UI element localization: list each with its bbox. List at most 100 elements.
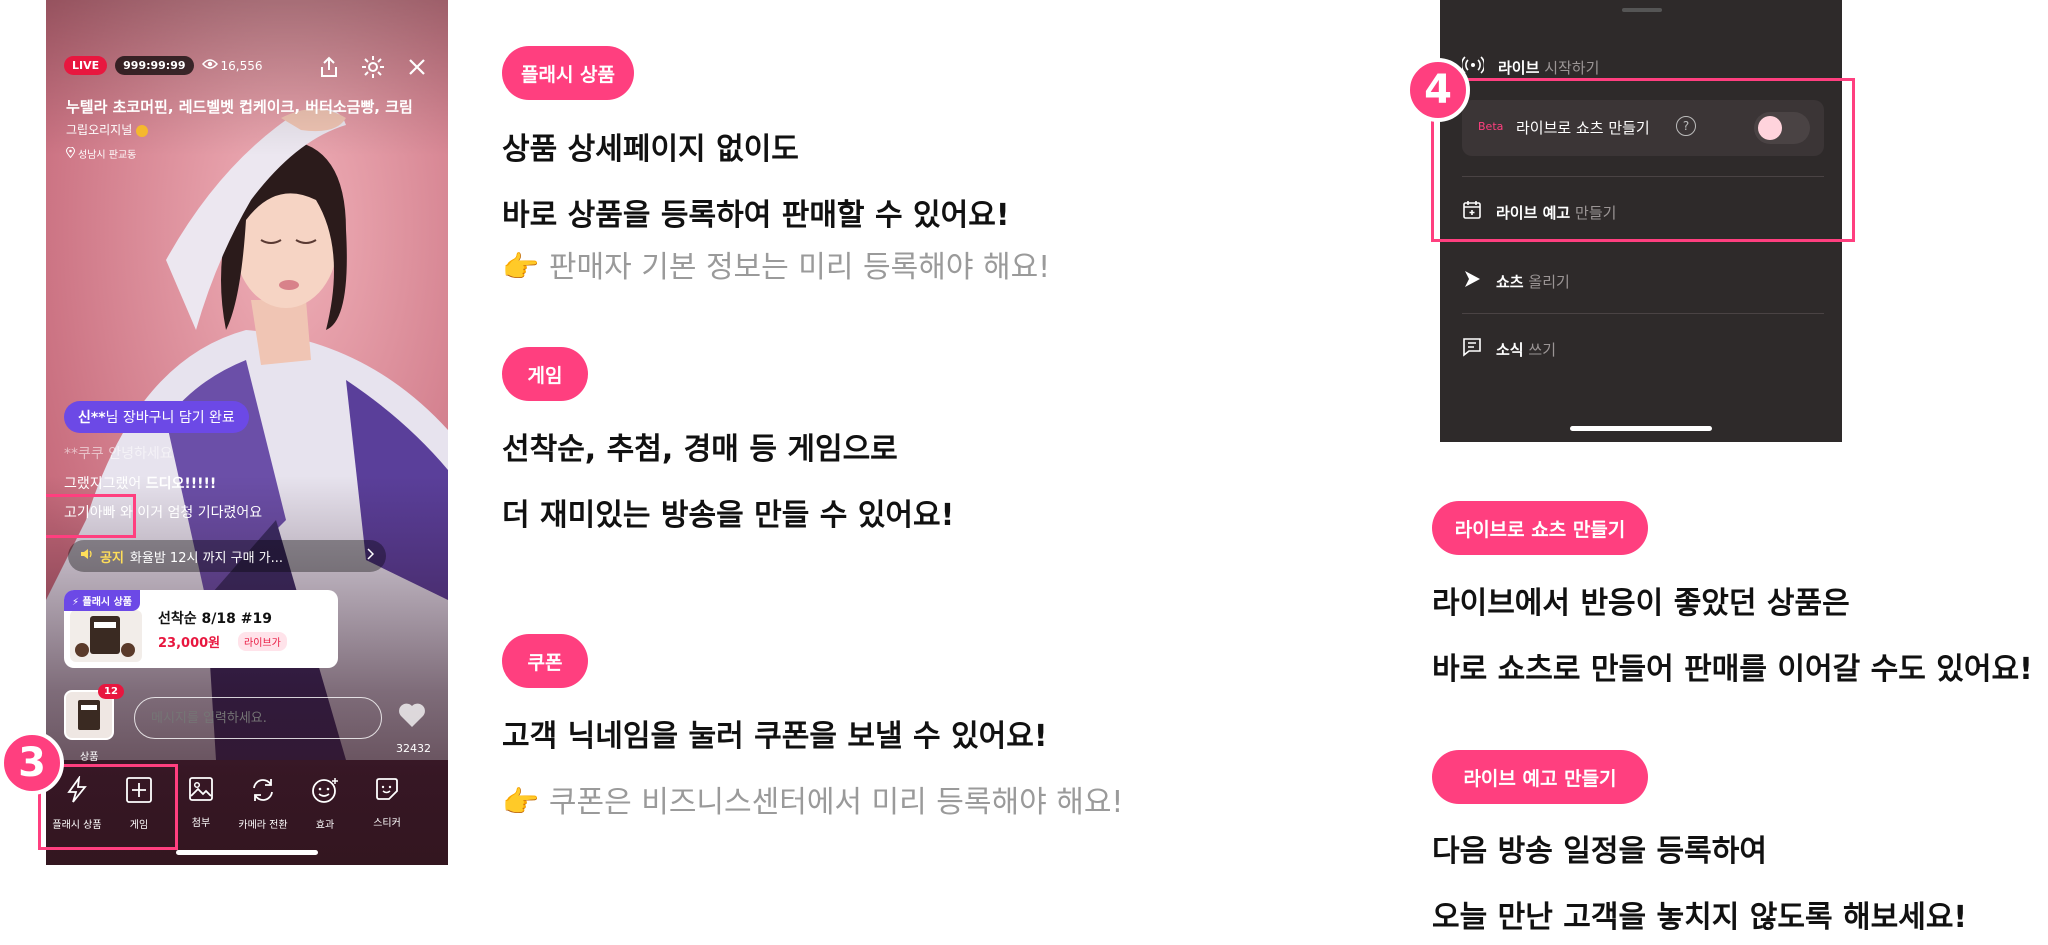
live-badge: LIVE bbox=[64, 56, 108, 75]
tool-label: 카메라 전환 bbox=[238, 820, 288, 831]
tool-attach[interactable]: 첨부 bbox=[170, 776, 232, 831]
menu-highlight-box bbox=[1431, 78, 1855, 242]
menu-start-live[interactable]: 라이브 시작하기 bbox=[1460, 56, 1600, 78]
product-thumbnail bbox=[70, 610, 142, 662]
tool-label: 플래시 상품 bbox=[52, 820, 102, 831]
flash-product-card[interactable]: ⚡ 플래시 상품 선착순 8/18 #19 23,000원 라이브가 bbox=[64, 590, 338, 668]
menu-live-preview[interactable]: 라이브 예고 만들기 bbox=[1462, 200, 1616, 224]
notice-text: 화율밤 12시 까지 구매 가... bbox=[129, 550, 284, 566]
cart-note-text: 님 장바구니 담기 완료 bbox=[105, 410, 235, 426]
speaker-icon bbox=[80, 548, 94, 564]
cart-note-user: 신** bbox=[78, 410, 106, 426]
tool-flash-product[interactable]: 플래시 상품 bbox=[46, 774, 108, 831]
chevron-right-icon bbox=[366, 548, 375, 564]
feature-pill-game: 게임 bbox=[502, 347, 588, 401]
smile-sparkle-icon bbox=[311, 776, 339, 808]
viewer-count-value: 16,556 bbox=[220, 58, 263, 73]
feature-description: 선착순, 추첨, 경매 등 게임으로 bbox=[502, 432, 898, 467]
divider bbox=[1462, 313, 1824, 314]
shorts-from-live-row: Beta 라이브로 쇼츠 만들기 ? bbox=[1462, 100, 1824, 156]
step-number-3: 3 bbox=[0, 731, 64, 795]
calendar-plus-icon bbox=[1462, 200, 1482, 224]
menu-upload-shorts-sub: 올리기 bbox=[1528, 272, 1570, 291]
step-number-4: 4 bbox=[1406, 58, 1470, 122]
feature-description: 바로 상품을 등록하여 판매할 수 있어요! bbox=[502, 198, 1010, 233]
message-input[interactable] bbox=[134, 697, 382, 739]
tool-effects[interactable]: 효과 bbox=[294, 776, 356, 831]
goods-label: 상품 bbox=[80, 752, 99, 763]
image-icon bbox=[188, 776, 214, 806]
location-text: 성남시 판교동 bbox=[78, 150, 137, 161]
feature-description: 바로 쇼츠로 만들어 판매를 이어갈 수도 있어요! bbox=[1432, 652, 2033, 687]
chat-nickname[interactable]: 고기아빠 bbox=[64, 505, 116, 521]
close-icon[interactable] bbox=[404, 54, 430, 80]
live-timer: 999:99:99 bbox=[115, 56, 194, 75]
live-top-actions bbox=[316, 54, 430, 80]
home-indicator bbox=[176, 850, 318, 855]
flash-product-tag-text: 플래시 상품 bbox=[82, 597, 132, 608]
feature-description: 더 재미있는 방송을 만들 수 있어요! bbox=[502, 498, 955, 533]
feature-note: 👉 판매자 기본 정보는 미리 등록해야 해요! bbox=[502, 250, 1051, 285]
chat-text-bold: 드디오!!!!! bbox=[145, 476, 217, 492]
notice-banner[interactable]: 공지 화율밤 12시 까지 구매 가... bbox=[68, 540, 386, 572]
tool-label: 첨부 bbox=[191, 818, 211, 829]
help-icon[interactable]: ? bbox=[1676, 116, 1696, 136]
shorts-from-live-toggle[interactable] bbox=[1754, 112, 1810, 144]
menu-write-news-sub: 쓰기 bbox=[1528, 340, 1556, 359]
channel-name-text: 그립오리지널 bbox=[66, 123, 133, 137]
sticker-icon bbox=[374, 776, 400, 806]
channel-name[interactable]: 그립오리지널 bbox=[66, 121, 149, 138]
live-price-badge: 라이브가 bbox=[238, 632, 287, 651]
cart-added-notification: 신**님 장바구니 담기 완료 bbox=[64, 401, 249, 433]
menu-live-preview-title: 라이브 예고 bbox=[1496, 203, 1571, 222]
live-stream-screen: LIVE 999:99:99 16,556 누텔라 초코머핀, 레드벨벳 컵케이… bbox=[46, 0, 448, 865]
menu-write-news-title: 소식 bbox=[1496, 340, 1524, 359]
flash-product-tag: ⚡ 플래시 상품 bbox=[64, 590, 140, 611]
tool-camera-switch[interactable]: 카메라 전환 bbox=[232, 776, 294, 831]
pin-icon bbox=[65, 146, 76, 161]
message-square-icon bbox=[1462, 337, 1482, 361]
help-icon-glyph: ? bbox=[1682, 119, 1690, 133]
tool-label: 효과 bbox=[315, 820, 335, 831]
shorts-play-icon bbox=[1462, 269, 1482, 293]
chat-message: 고기아빠 와 이거 엄청 기다렸어요 bbox=[64, 502, 262, 522]
live-toolbar: 플래시 상품 게임 첨부 카메라 전환 효과 bbox=[46, 774, 448, 831]
shorts-from-live-label: 라이브로 쇼츠 만들기 bbox=[1516, 119, 1650, 137]
feature-pill-coupon: 쿠폰 bbox=[502, 634, 588, 688]
verified-icon bbox=[136, 124, 149, 137]
beta-badge: Beta bbox=[1478, 120, 1504, 133]
feature-description: 다음 방송 일정을 등록하여 bbox=[1432, 834, 1767, 869]
menu-start-live-sub: 시작하기 bbox=[1544, 58, 1600, 77]
toolbar-highlight-box bbox=[38, 764, 178, 850]
product-price: 23,000원 bbox=[158, 636, 221, 651]
live-status-bar: LIVE 999:99:99 16,556 bbox=[64, 56, 263, 75]
camera-switch-icon bbox=[249, 776, 277, 808]
share-icon[interactable] bbox=[316, 54, 342, 80]
toggle-knob bbox=[1758, 116, 1782, 140]
live-title: 누텔라 초코머핀, 레드벨벳 컵케이크, 버터소금빵, 크림 bbox=[66, 98, 413, 116]
feature-description: 오늘 만난 고객을 놓치지 않도록 해보세요! bbox=[1432, 900, 1968, 935]
tool-label: 스티커 bbox=[373, 818, 401, 829]
live-menu-sheet: 라이브 시작하기 Beta 라이브로 쇼츠 만들기 ? 라이브 예고 만들기 쇼… bbox=[1440, 0, 1842, 442]
nickname-highlight-box bbox=[46, 494, 136, 538]
notice-label: 공지 bbox=[100, 550, 124, 566]
like-heart-icon[interactable] bbox=[398, 702, 426, 732]
chat-text: **쿠쿠 안녕하세요 bbox=[64, 446, 173, 462]
settings-gear-icon[interactable] bbox=[360, 54, 386, 80]
menu-live-preview-sub: 만들기 bbox=[1575, 203, 1617, 222]
feature-note: 👉 쿠폰은 비즈니스센터에서 미리 등록해야 해요! bbox=[502, 785, 1124, 820]
menu-write-news[interactable]: 소식 쓰기 bbox=[1462, 337, 1556, 361]
location: 성남시 판교동 bbox=[65, 146, 137, 161]
flash-icon bbox=[64, 774, 90, 808]
menu-upload-shorts[interactable]: 쇼츠 올리기 bbox=[1462, 269, 1570, 293]
like-count: 32432 bbox=[396, 742, 431, 755]
product-name: 선착순 8/18 #19 bbox=[158, 611, 272, 627]
sheet-grab-handle[interactable] bbox=[1622, 8, 1662, 12]
tool-game[interactable]: 게임 bbox=[108, 776, 170, 831]
chat-text: 그랬지그랬어 bbox=[64, 476, 146, 492]
feature-description: 고객 닉네임을 눌러 쿠폰을 보낼 수 있어요! bbox=[502, 719, 1048, 754]
eye-icon bbox=[201, 58, 218, 73]
viewer-count: 16,556 bbox=[201, 58, 263, 73]
feature-description: 라이브에서 반응이 좋았던 상품은 bbox=[1432, 586, 1850, 621]
tool-sticker[interactable]: 스티커 bbox=[356, 776, 418, 831]
